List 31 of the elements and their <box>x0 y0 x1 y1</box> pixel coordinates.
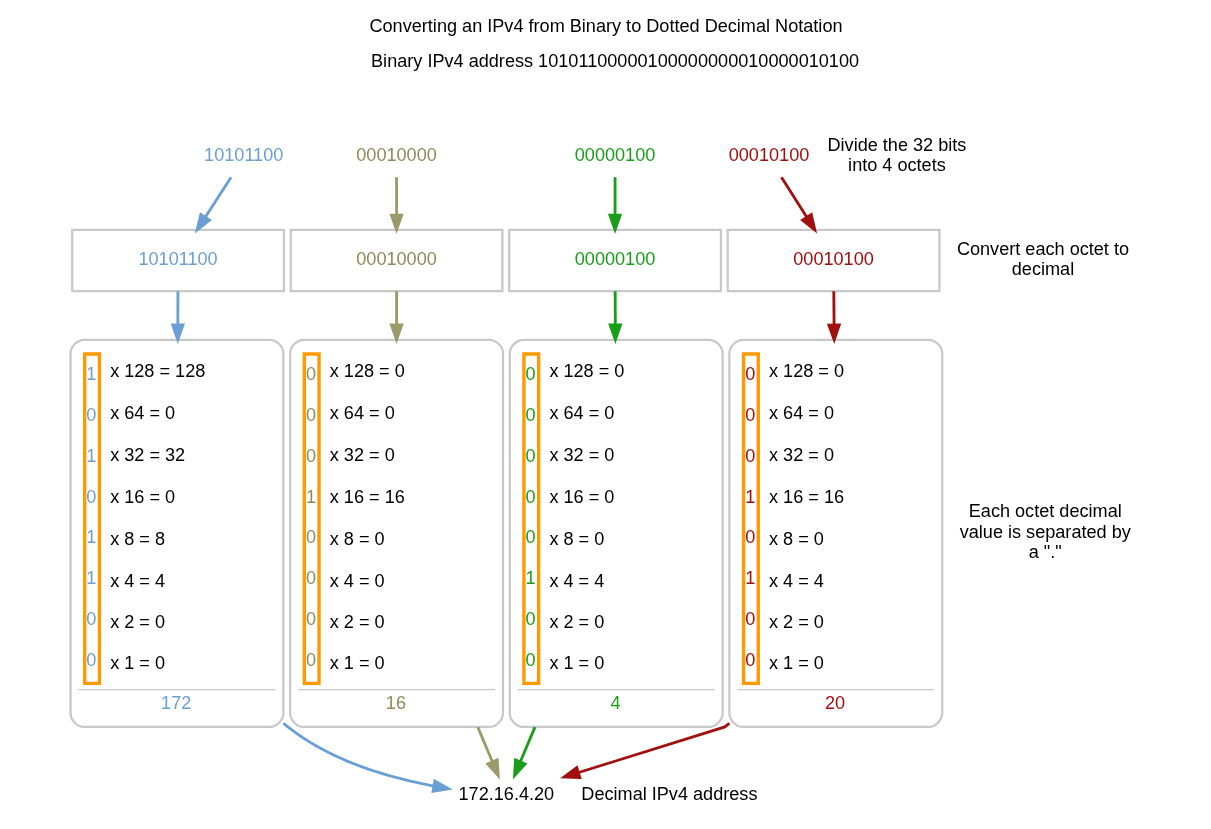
arrow <box>607 291 622 344</box>
node-box: 00010100 <box>726 228 941 293</box>
label: Divide the 32 bits into 4 octets <box>826 134 966 175</box>
arrow <box>559 722 730 779</box>
label: Decimal IPv4 address <box>580 784 757 805</box>
label: Convert each octet to decimal <box>956 238 1129 280</box>
diagram-title: Converting an IPv4 from Binary to Dotted Decimal Notation <box>368 15 843 36</box>
node-box: 0 0 0 1 0 1 0 0 x 128 = 0 x 64 = 0 x 32 = 0 x 16 = 16 x 8 = 0 x 4 = 4 x 2 = 0 x 1 = 0 20 <box>727 338 943 729</box>
node-text: 00010000 <box>355 144 437 165</box>
arrow <box>607 177 622 235</box>
arrow <box>194 176 232 234</box>
arrow <box>476 726 500 780</box>
arrow <box>512 726 536 780</box>
arrow <box>170 291 185 344</box>
node-box: 1 0 1 0 1 1 0 0 x 128 = 128 x 64 = 0 x 32 = 32 x 16 = 0 x 8 = 8 x 4 = 4 x 2 = 0 x 1 = 0 172 <box>68 338 284 729</box>
node-text: 00000100 <box>574 144 655 165</box>
arrow <box>388 177 404 235</box>
node-text: 172.16.4.20 <box>458 784 554 805</box>
node-box: 0 0 0 1 0 0 0 0 x 128 = 0 x 64 = 0 x 32 = 0 x 16 = 16 x 8 = 0 x 4 = 0 x 2 = 0 x 1 = 0 16 <box>288 338 504 729</box>
node-text: 10101100 <box>203 144 283 165</box>
node-text: 00010100 <box>728 144 809 165</box>
node-box: 00000100 <box>507 228 722 293</box>
arrow <box>388 291 404 344</box>
node-box: 00010000 <box>289 228 504 293</box>
arrow <box>826 291 841 344</box>
node-box: 0 0 0 0 0 1 0 0 x 128 = 0 x 64 = 0 x 32 = 0 x 16 = 0 x 8 = 0 x 4 = 4 x 2 = 0 x 1 = 0 4 <box>508 338 724 729</box>
arrow <box>282 722 453 793</box>
arrow <box>779 176 817 234</box>
node-box: 10101100 <box>70 228 285 293</box>
label: Each octet decimal value is separated by a "." <box>959 501 1131 563</box>
label: Binary IPv4 address 10101100000100000000010000010100 <box>370 50 859 71</box>
